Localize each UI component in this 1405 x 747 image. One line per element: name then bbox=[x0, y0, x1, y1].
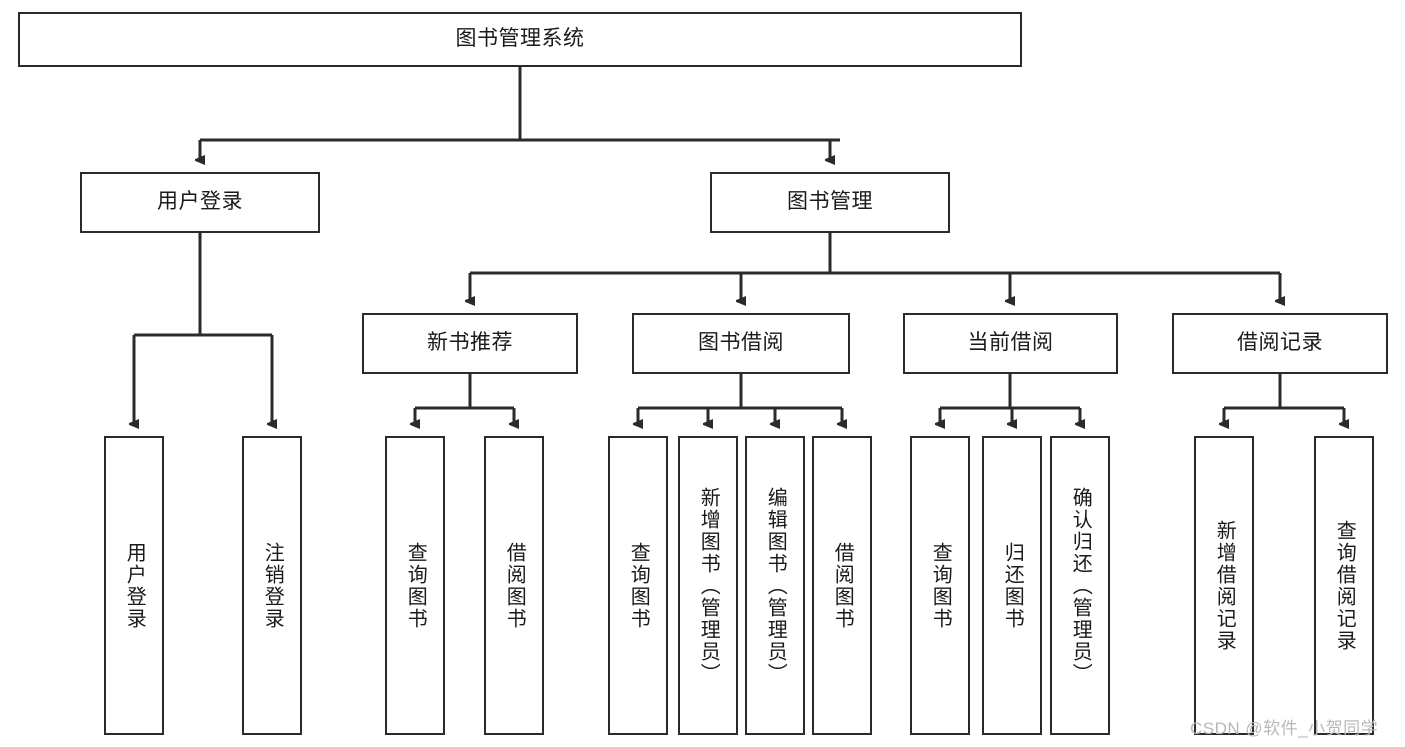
leaf-node-query-borrow-record[interactable]: 查询借阅记录 bbox=[1314, 436, 1374, 735]
leaf-node-confirm-return-admin[interactable]: 确认归还（管理员） bbox=[1050, 436, 1110, 735]
node-label: 图书管理 bbox=[787, 190, 873, 214]
leaf-node-add-book-admin[interactable]: 新增图书（管理员） bbox=[678, 436, 738, 735]
leaf-label: 新增借阅记录 bbox=[1213, 519, 1236, 652]
node-label: 用户登录 bbox=[157, 190, 243, 214]
node-label: 借阅记录 bbox=[1237, 331, 1323, 355]
node-borrow-record[interactable]: 借阅记录 bbox=[1172, 313, 1388, 374]
leaf-label: 借阅图书 bbox=[831, 541, 854, 630]
edges-current-to-leaves bbox=[940, 374, 1080, 424]
leaf-node-borrow-book-recommend[interactable]: 借阅图书 bbox=[484, 436, 544, 735]
edges-root-to-level2 bbox=[200, 67, 840, 160]
edges-recommend-to-leaves bbox=[415, 374, 514, 424]
node-user-login[interactable]: 用户登录 bbox=[80, 172, 320, 233]
leaf-label: 注销登录 bbox=[261, 541, 284, 630]
leaf-node-add-borrow-record[interactable]: 新增借阅记录 bbox=[1194, 436, 1254, 735]
edges-userlogin-to-leaves bbox=[134, 233, 272, 424]
node-label: 新书推荐 bbox=[427, 331, 513, 355]
node-book-management-system[interactable]: 图书管理系统 bbox=[18, 12, 1022, 67]
leaf-node-query-book-recommend[interactable]: 查询图书 bbox=[385, 436, 445, 735]
leaf-label: 确认归还（管理员） bbox=[1069, 486, 1092, 685]
node-book-borrow[interactable]: 图书借阅 bbox=[632, 313, 850, 374]
leaf-node-borrow-book[interactable]: 借阅图书 bbox=[812, 436, 872, 735]
leaf-node-query-book-current[interactable]: 查询图书 bbox=[910, 436, 970, 735]
edges-record-to-leaves bbox=[1224, 374, 1344, 424]
leaf-label: 查询图书 bbox=[929, 541, 952, 630]
edges-bookmanage-to-level3 bbox=[470, 233, 1280, 301]
leaf-label: 查询图书 bbox=[627, 541, 650, 630]
leaf-label: 用户登录 bbox=[123, 541, 146, 630]
leaf-node-query-book-borrow[interactable]: 查询图书 bbox=[608, 436, 668, 735]
leaf-node-edit-book-admin[interactable]: 编辑图书（管理员） bbox=[745, 436, 805, 735]
leaf-label: 查询借阅记录 bbox=[1333, 519, 1356, 652]
edges-borrow-to-leaves bbox=[638, 374, 842, 424]
leaf-label: 编辑图书（管理员） bbox=[764, 486, 787, 685]
node-label: 图书借阅 bbox=[698, 331, 784, 355]
leaf-node-return-book[interactable]: 归还图书 bbox=[982, 436, 1042, 735]
leaf-label: 新增图书（管理员） bbox=[697, 486, 720, 685]
node-new-book-recommend[interactable]: 新书推荐 bbox=[362, 313, 578, 374]
node-book-management[interactable]: 图书管理 bbox=[710, 172, 950, 233]
node-current-borrow[interactable]: 当前借阅 bbox=[903, 313, 1118, 374]
leaf-label: 借阅图书 bbox=[503, 541, 526, 630]
leaf-label: 归还图书 bbox=[1001, 541, 1024, 630]
node-label: 图书管理系统 bbox=[455, 27, 585, 51]
leaf-node-user-login[interactable]: 用户登录 bbox=[104, 436, 164, 735]
node-label: 当前借阅 bbox=[967, 331, 1054, 355]
leaf-node-user-logout[interactable]: 注销登录 bbox=[242, 436, 302, 735]
leaf-label: 查询图书 bbox=[404, 541, 427, 630]
